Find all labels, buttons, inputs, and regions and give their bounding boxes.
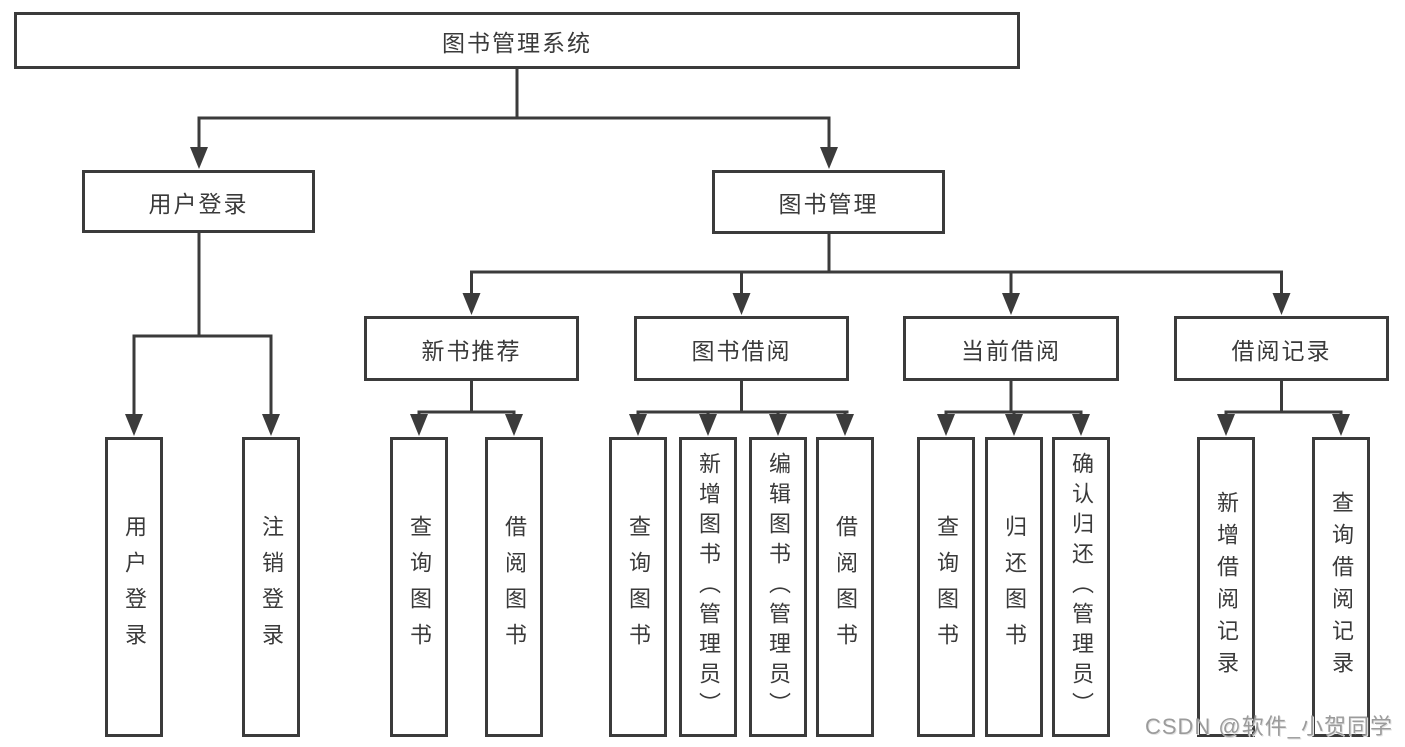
node-library-management-system: 图书管理系统 <box>14 12 1020 69</box>
node-label: 图书管理系统 <box>442 29 592 56</box>
leaf-logout: 注销登录 <box>242 437 300 737</box>
leaf-label: 确认归还（管理员） <box>1069 452 1094 722</box>
leaf-query-books-borrowing: 查询图书 <box>609 437 667 737</box>
node-book-management: 图书管理 <box>712 170 945 234</box>
leaf-label: 归还图书 <box>1002 515 1027 659</box>
leaf-label: 借阅图书 <box>502 515 527 659</box>
node-label: 图书管理 <box>778 191 879 217</box>
leaf-label: 注销登录 <box>259 515 284 659</box>
node-label: 图书借阅 <box>691 337 792 364</box>
leaf-user-login: 用户登录 <box>105 437 163 737</box>
node-current-borrowing: 当前借阅 <box>903 316 1119 381</box>
leaf-label: 查询借阅记录 <box>1329 491 1354 683</box>
leaf-label: 查询图书 <box>626 515 651 659</box>
leaf-query-books-recommend: 查询图书 <box>390 437 448 737</box>
node-label: 借阅记录 <box>1231 337 1332 364</box>
node-book-borrowing: 图书借阅 <box>634 316 849 381</box>
leaf-add-borrow-record: 新增借阅记录 <box>1197 437 1255 737</box>
leaf-label: 新增借阅记录 <box>1214 491 1239 683</box>
leaf-label: 编辑图书（管理员） <box>766 452 791 722</box>
leaf-return-books: 归还图书 <box>985 437 1043 737</box>
leaf-label: 用户登录 <box>122 515 147 659</box>
node-borrowing-records: 借阅记录 <box>1174 316 1389 381</box>
leaf-label: 借阅图书 <box>833 515 858 659</box>
leaf-confirm-return-admin: 确认归还（管理员） <box>1052 437 1110 737</box>
leaf-query-books-current: 查询图书 <box>917 437 975 737</box>
node-new-book-recommend: 新书推荐 <box>364 316 579 381</box>
leaf-edit-books-admin: 编辑图书（管理员） <box>749 437 807 737</box>
leaf-add-books-admin: 新增图书（管理员） <box>679 437 737 737</box>
leaf-label: 查询图书 <box>407 515 432 659</box>
watermark: CSDN @软件_小贺同学 <box>1144 714 1393 739</box>
node-label: 当前借阅 <box>961 337 1061 364</box>
node-user-login: 用户登录 <box>82 170 315 233</box>
leaf-label: 查询图书 <box>934 515 959 659</box>
leaf-borrow-books: 借阅图书 <box>816 437 874 737</box>
node-label: 用户登录 <box>148 190 249 217</box>
leaf-borrow-books-recommend: 借阅图书 <box>485 437 543 737</box>
leaf-query-borrow-record: 查询借阅记录 <box>1312 437 1370 737</box>
node-label: 新书推荐 <box>421 337 522 364</box>
leaf-label: 新增图书（管理员） <box>696 452 721 722</box>
